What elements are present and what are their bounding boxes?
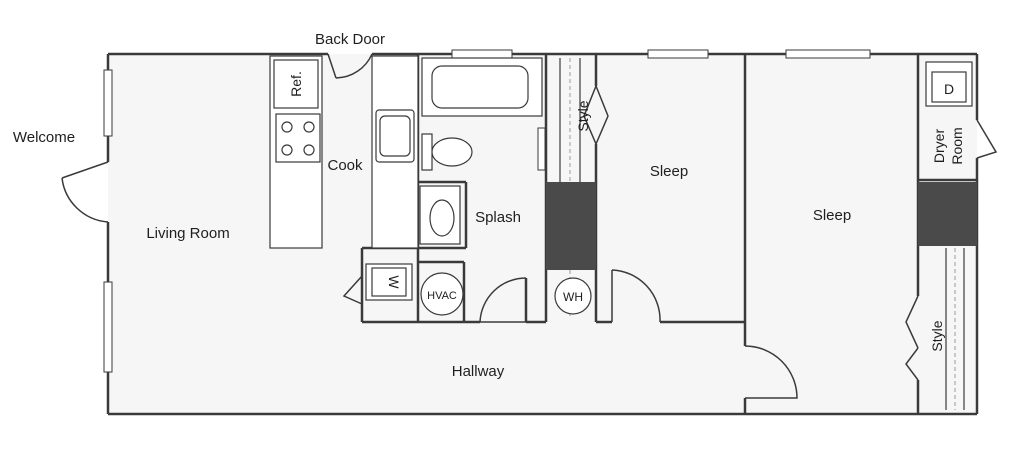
vanity-sink xyxy=(429,199,455,237)
bathroom xyxy=(419,57,543,245)
dryer-inner xyxy=(931,71,967,103)
hvac-label: HVAC xyxy=(427,290,457,302)
water-heater-label: WH xyxy=(563,290,583,304)
toilet-bowl xyxy=(431,137,473,167)
stove xyxy=(275,113,321,163)
dryer-door xyxy=(976,119,998,159)
window-sleep-1 xyxy=(647,49,709,59)
back-door-label: Back Door xyxy=(315,31,385,48)
front-door xyxy=(61,161,109,223)
closet-door-2 xyxy=(905,295,919,381)
closet-door-1 xyxy=(583,85,609,145)
sleep-2-door xyxy=(744,345,798,399)
window-bath xyxy=(451,49,513,59)
burner-icon xyxy=(281,121,293,133)
style-1-label: Style xyxy=(575,100,591,131)
doors xyxy=(61,53,998,399)
bath-door xyxy=(479,277,527,323)
washer-label: W xyxy=(386,275,402,289)
water-heater xyxy=(554,277,592,315)
hvac-unit xyxy=(420,272,464,316)
washer-inner xyxy=(371,267,407,297)
cook-label: Cook xyxy=(327,157,363,174)
bathtub-basin xyxy=(431,65,529,109)
window-living-upper xyxy=(103,69,113,137)
burner-icon xyxy=(303,121,315,133)
dryer-label: D xyxy=(944,81,954,97)
style-2-label: Style xyxy=(929,320,945,351)
sleep-1-label: Sleep xyxy=(650,163,688,180)
washer-door xyxy=(342,275,363,305)
living-room-label: Living Room xyxy=(146,225,229,242)
hallway-label: Hallway xyxy=(452,363,505,380)
burner-icon xyxy=(281,144,293,156)
windows xyxy=(103,49,871,373)
toilet-tank xyxy=(421,133,433,171)
refrigerator-label: Ref. xyxy=(288,71,304,97)
burner-icon xyxy=(303,144,315,156)
back-door xyxy=(327,53,373,79)
sleep-2-label: Sleep xyxy=(813,207,851,224)
kitchen xyxy=(269,55,419,249)
window-sleep-2 xyxy=(785,49,871,59)
sleep-1-door xyxy=(611,269,661,323)
kitchen-sink-basin xyxy=(379,115,411,157)
window-bath-side xyxy=(537,127,546,171)
utilities xyxy=(365,61,973,316)
splash-label: Splash xyxy=(475,209,521,226)
window-living-lower xyxy=(103,281,113,373)
dryer-room-label-line2: Room xyxy=(949,127,965,164)
dryer-room-label-line1: Dryer xyxy=(931,129,947,164)
refrigerator xyxy=(273,59,319,109)
closet-shelf-panel-2 xyxy=(918,182,977,246)
closet-edges xyxy=(559,58,965,410)
closet-shelf-panel-1 xyxy=(546,182,596,270)
welcome-label: Welcome xyxy=(13,129,75,146)
